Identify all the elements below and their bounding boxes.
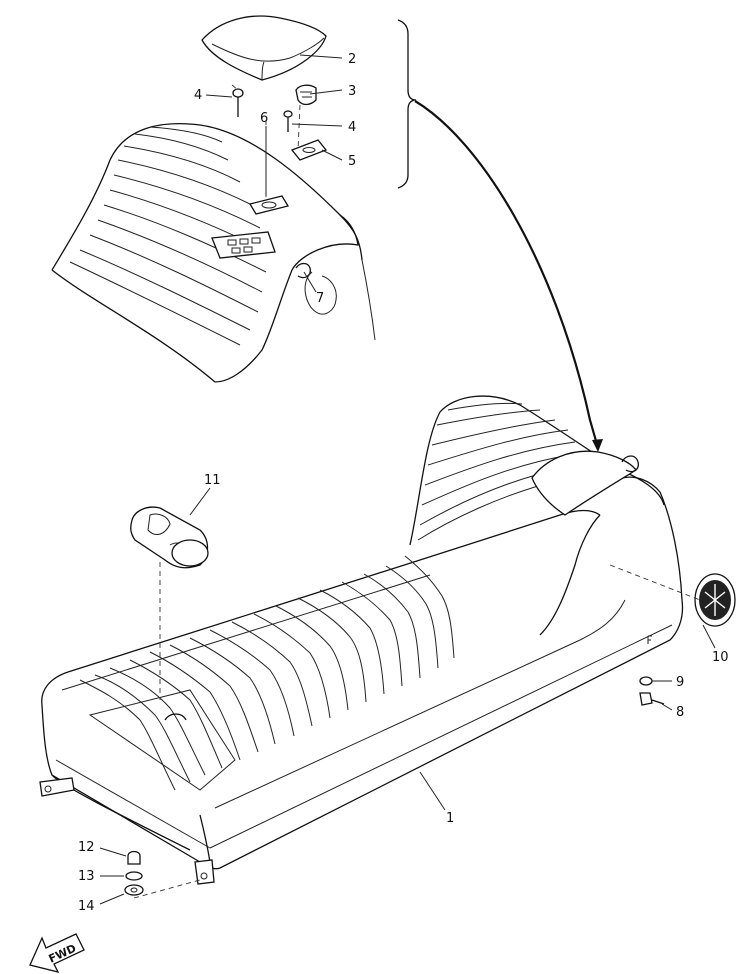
- forward-direction-arrow: FWD: [29, 933, 85, 973]
- callout-5: 5: [348, 154, 356, 169]
- callout-7: 7: [316, 291, 324, 306]
- badge-part-10: [694, 573, 736, 627]
- callout-3: 3: [348, 84, 356, 99]
- callout-6: 6: [260, 111, 268, 126]
- callout-14: 14: [78, 899, 95, 914]
- emblem-part-11: [130, 506, 209, 569]
- alignment-lines: [133, 84, 701, 899]
- leader-lines: [99, 54, 716, 905]
- callout-11: 11: [204, 473, 221, 488]
- bolt-part-8: [639, 692, 665, 706]
- detail-view-rear-seat: [51, 122, 376, 383]
- callout-4b: 4: [348, 120, 356, 135]
- callout-8: 8: [676, 705, 684, 720]
- callout-4a: 4: [194, 88, 202, 103]
- callout-10: 10: [712, 650, 729, 665]
- bolt-part-12: [127, 850, 141, 865]
- nut-part-9: [639, 676, 653, 686]
- callout-9: 9: [676, 675, 684, 690]
- callout-2: 2: [348, 52, 356, 67]
- screw-part-4-left: [232, 88, 244, 117]
- bracket-part-5: [290, 139, 328, 161]
- screw-part-4-right: [283, 110, 293, 132]
- clip-part-3: [295, 84, 317, 106]
- seat-pad-part-2: [201, 15, 327, 81]
- arrow-head: [592, 439, 603, 452]
- callout-12: 12: [78, 840, 95, 855]
- detail-link-arrow: [414, 100, 600, 449]
- washer-part-14: [124, 884, 144, 896]
- detail-group-bracket: [397, 19, 417, 189]
- callout-1: 1: [446, 811, 454, 826]
- callout-labels: 1 2 3 4 4 5 6 7 8 9 10 11 12 13 14: [78, 52, 729, 914]
- main-seat-assembly: [39, 395, 684, 885]
- callout-13: 13: [78, 869, 95, 884]
- washer-part-13: [125, 871, 143, 881]
